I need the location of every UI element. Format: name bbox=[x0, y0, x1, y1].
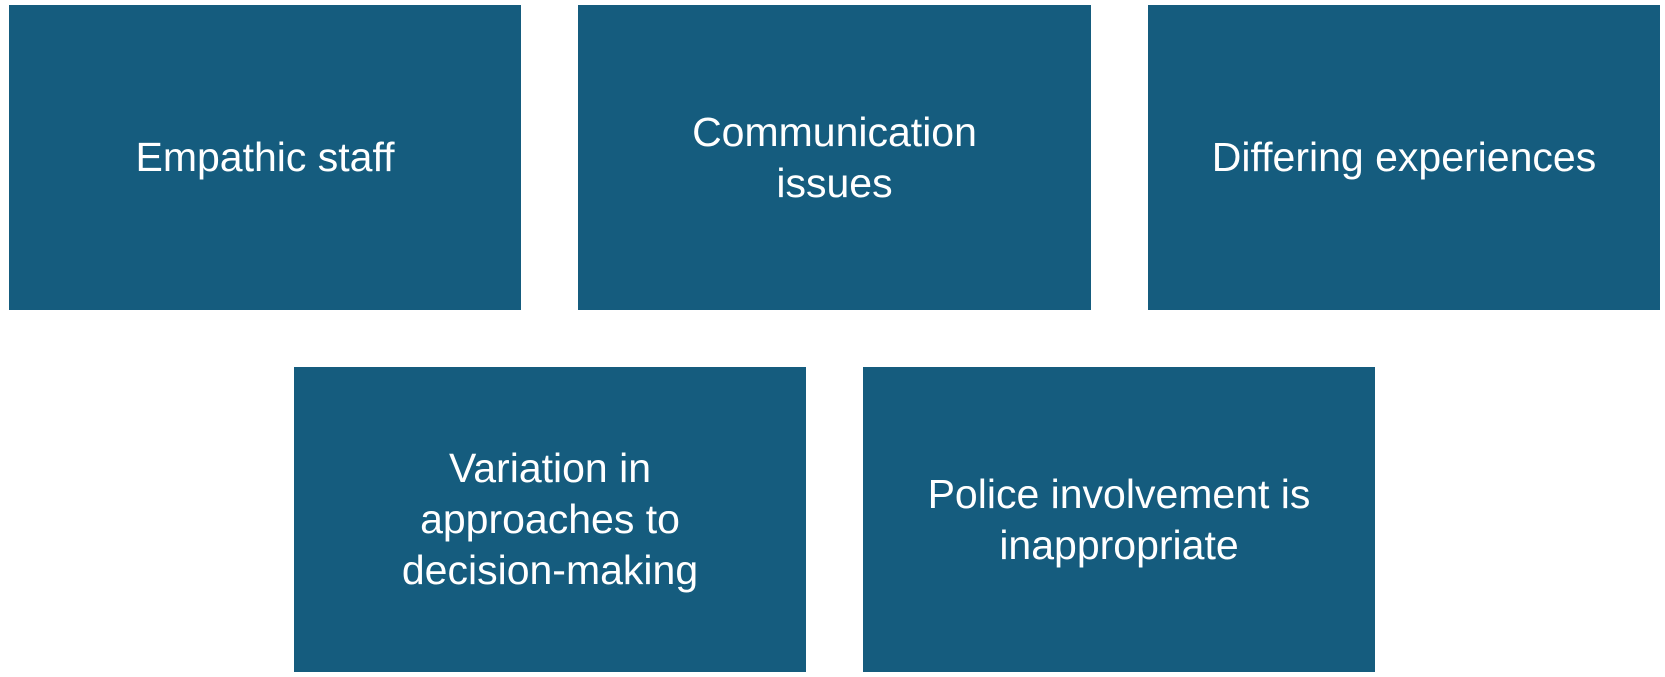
theme-box-differing-experiences: Differing experiences bbox=[1148, 5, 1660, 310]
theme-box-police-involvement: Police involvement is inappropriate bbox=[863, 367, 1375, 672]
theme-label: Variation in approaches to decision-maki… bbox=[401, 445, 699, 593]
theme-label: Empathic staff bbox=[135, 134, 395, 180]
theme-box-communication-issues: Communication issues bbox=[578, 5, 1091, 310]
theme-box-empathic-staff: Empathic staff bbox=[9, 5, 521, 310]
theme-label: Differing experiences bbox=[1211, 134, 1597, 180]
theme-label: Communication issues bbox=[692, 108, 977, 206]
theme-box-variation-in-approaches: Variation in approaches to decision-maki… bbox=[294, 367, 806, 672]
theme-label: Police involvement is inappropriate bbox=[927, 470, 1311, 568]
